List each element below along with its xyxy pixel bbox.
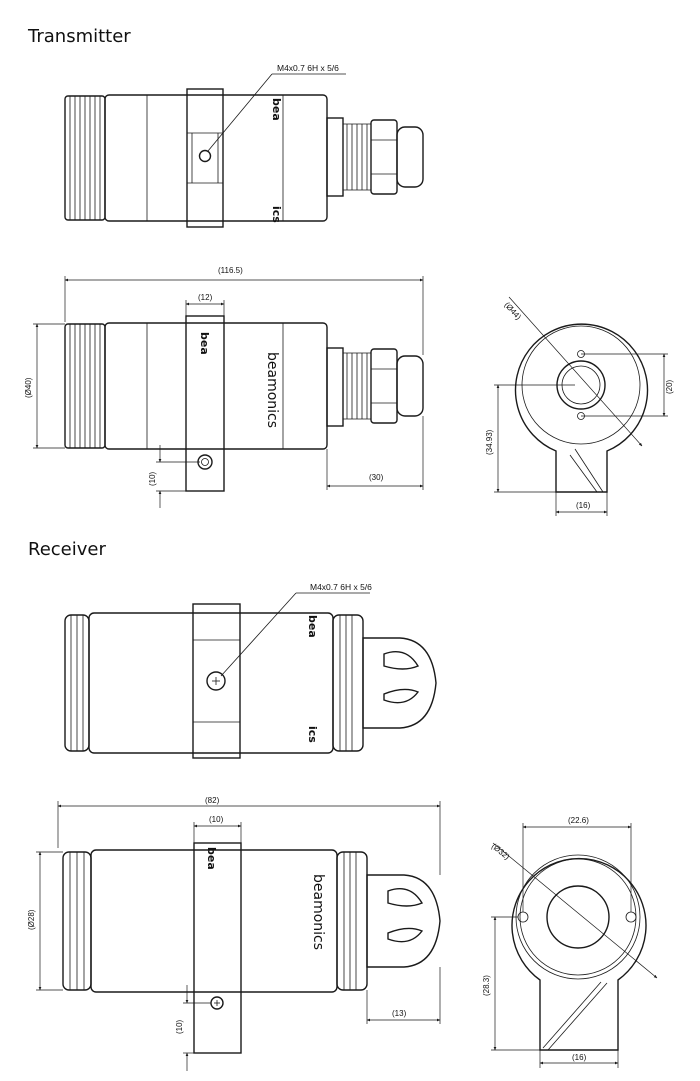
receiver-side-mark: bea <box>205 847 218 870</box>
receiver-mark-bottom: ics <box>306 726 319 743</box>
transmitter-brand-name: beamonics <box>264 352 280 428</box>
transmitter-side-view: bea beamonics (116.5) (12) (Ø40) (10) (3… <box>24 266 424 508</box>
transmitter-mark-bottom: ics <box>270 206 283 223</box>
transmitter-dim-connector: (30) <box>369 473 384 482</box>
receiver-end-width-top: (22.6) <box>568 816 589 825</box>
transmitter-end-diameter: (Ø44) <box>503 300 524 321</box>
receiver-title: Receiver <box>28 539 106 560</box>
receiver-end-width: (16) <box>572 1053 587 1062</box>
receiver-side-view: bea beamonics (82) (10) (Ø28) (10) (13) <box>27 796 441 1071</box>
transmitter-dim-length: (116.5) <box>218 266 243 275</box>
receiver-dim-bracket: (10) <box>209 815 224 824</box>
transmitter-end-height: (34.93) <box>485 429 494 455</box>
receiver-end-diameter: (Ø32) <box>490 842 512 862</box>
receiver-end-height: (28.3) <box>482 975 491 996</box>
transmitter-end-view: (Ø44) (20) (34.93) (16) <box>485 296 674 516</box>
transmitter-mark-top: bea <box>270 98 283 121</box>
transmitter-title: Transmitter <box>28 26 131 47</box>
transmitter-dim-bracket: (12) <box>198 293 213 302</box>
receiver-dim-length: (82) <box>205 796 220 805</box>
transmitter-end-width: (16) <box>576 501 591 510</box>
receiver-dim-connector: (13) <box>392 1009 407 1018</box>
transmitter-end-20: (20) <box>665 379 674 394</box>
transmitter-thread-callout: M4x0.7 6H x 5/6 <box>277 63 339 73</box>
receiver-thread-callout: M4x0.7 6H x 5/6 <box>310 582 372 592</box>
receiver-dim-offset: (10) <box>175 1019 184 1034</box>
receiver-end-view: (Ø32) (22.6) (28.3) (16) <box>482 816 658 1068</box>
transmitter-dim-offset: (10) <box>148 471 157 486</box>
receiver-top-view: M4x0.7 6H x 5/6 bea ics <box>64 582 437 759</box>
transmitter-top-view: M4x0.7 6H x 5/6 bea ics <box>64 63 424 228</box>
transmitter-dim-diameter: (Ø40) <box>24 377 33 398</box>
receiver-dim-diameter: (Ø28) <box>27 909 36 930</box>
receiver-brand-name: beamonics <box>310 874 326 950</box>
transmitter-side-mark: bea <box>198 332 211 355</box>
receiver-mark-top: bea <box>306 615 319 638</box>
